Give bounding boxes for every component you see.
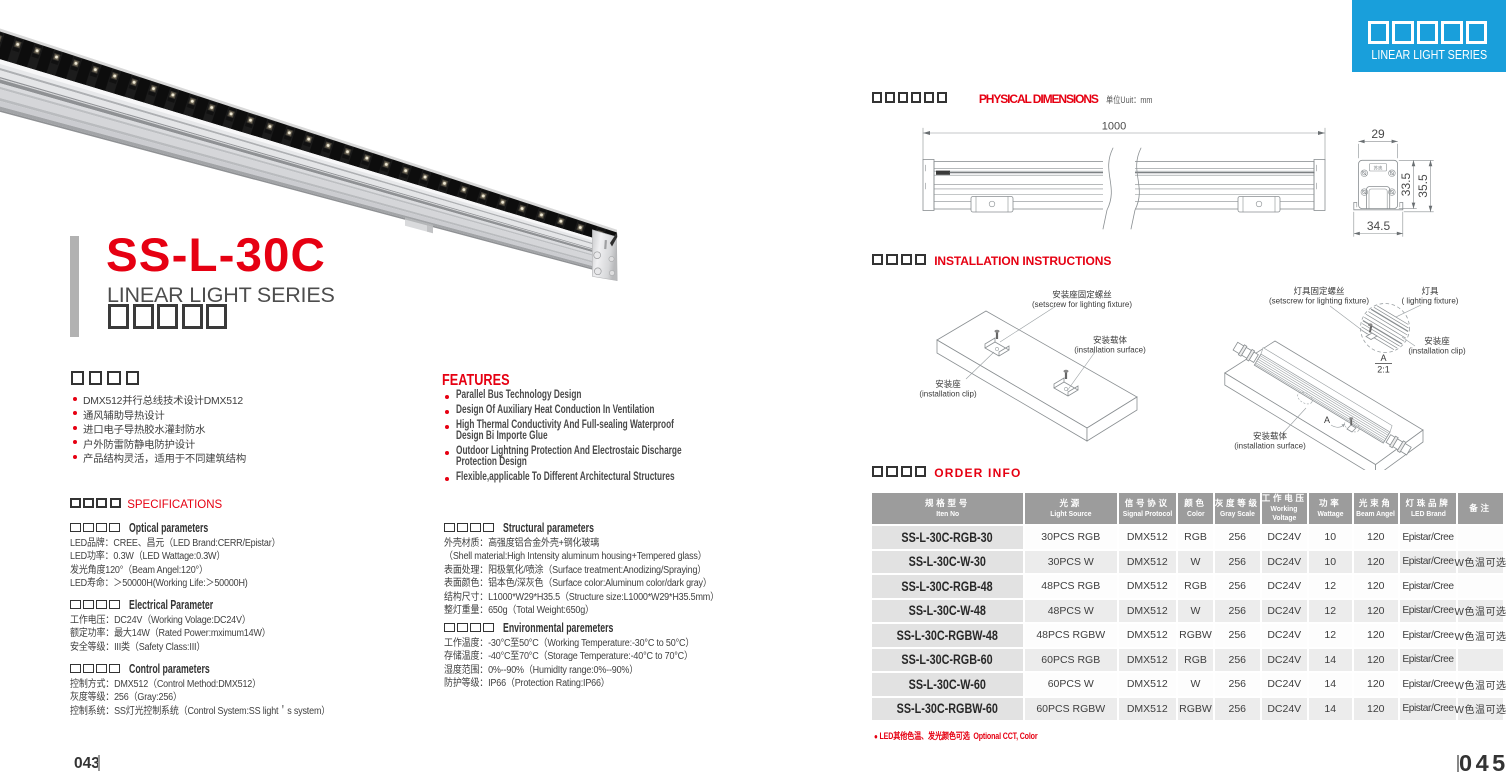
svg-text:35.5: 35.5 <box>1416 174 1430 198</box>
svg-text:安装座: 安装座 <box>935 379 961 389</box>
svg-text:灯具: 灯具 <box>1421 286 1439 296</box>
svg-text:安装座固定螺丝: 安装座固定螺丝 <box>1052 290 1112 300</box>
svg-text:灯具固定螺丝: 灯具固定螺丝 <box>1293 286 1345 296</box>
svg-text:33.5: 33.5 <box>1399 172 1413 196</box>
svg-text:(installation surface): (installation surface) <box>1074 346 1146 355</box>
svg-text:(installation clip): (installation clip) <box>1408 347 1466 356</box>
svg-text:安装载体: 安装载体 <box>1093 335 1128 345</box>
svg-text:2:1: 2:1 <box>1377 365 1390 375</box>
svg-text:(installation surface): (installation surface) <box>1234 442 1306 451</box>
svg-text:( lighting fixture): ( lighting fixture) <box>1402 297 1459 306</box>
svg-text:安装载体: 安装载体 <box>1253 431 1288 441</box>
svg-text:(setscrew for lighting fixture: (setscrew for lighting fixture) <box>1032 300 1132 309</box>
svg-text:29: 29 <box>1371 127 1385 141</box>
svg-text:(installation clip): (installation clip) <box>919 390 977 399</box>
svg-text:A: A <box>1324 415 1330 425</box>
svg-text:34.5: 34.5 <box>1367 219 1391 233</box>
svg-text:苏奥: 苏奥 <box>1374 165 1383 172</box>
svg-text:安装座: 安装座 <box>1424 336 1450 346</box>
svg-text:(setscrew for lighting fixture: (setscrew for lighting fixture) <box>1269 297 1369 306</box>
svg-text:A: A <box>1380 353 1386 363</box>
svg-text:1000: 1000 <box>1102 121 1126 133</box>
